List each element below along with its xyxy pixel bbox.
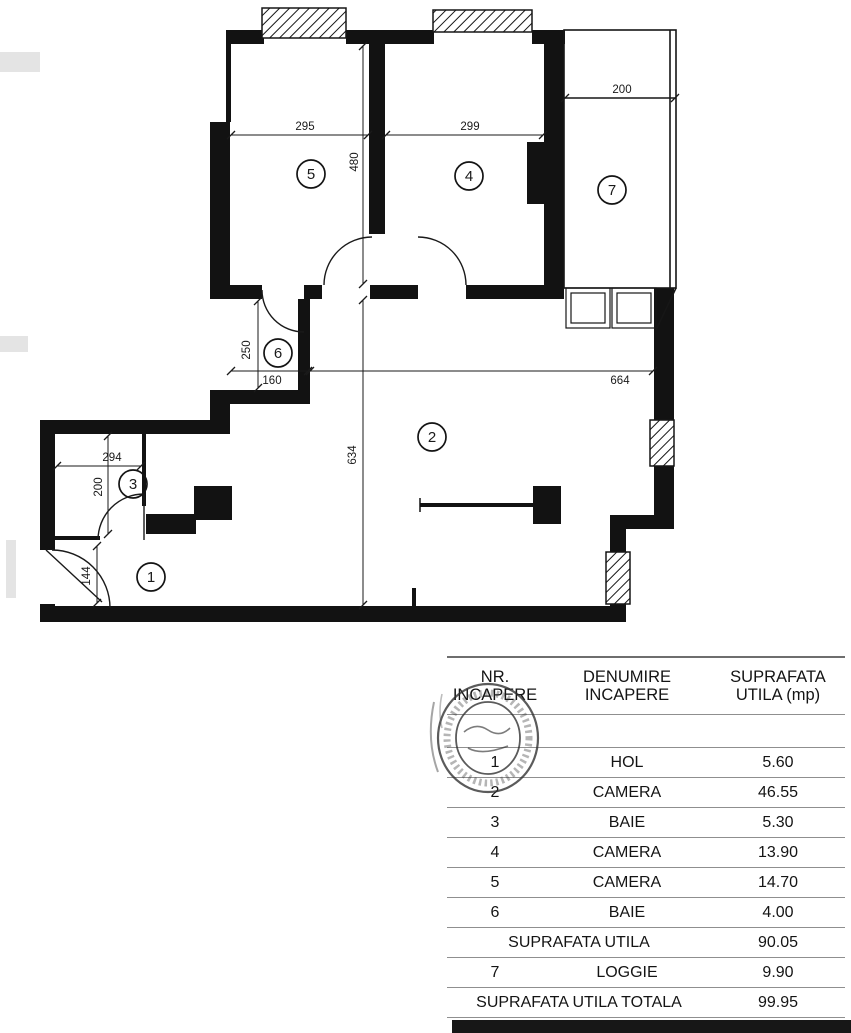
nr-cell: 7 [490,963,500,981]
room-label-7: 7 [597,175,627,205]
svg-text:1: 1 [147,569,155,586]
window-symbols [261,7,675,605]
nr-cell: 6 [490,903,500,921]
dim-hall-depth: 144 [81,566,93,586]
nr-cell: 1 [490,753,500,771]
table-row-camera-5: 5 CAMERA 14.70 [447,868,845,898]
name-cell: CAMERA [592,873,662,891]
bottom-scan-bar [452,1020,851,1033]
name-cell: BAIE [608,813,646,831]
name-cell: CAMERA [592,783,662,801]
official-stamp [429,682,540,794]
table-row-camera-4: 4 CAMERA 13.90 [447,838,845,868]
table-total-row: SUPRAFATA UTILA TOTALA 99.95 [447,988,845,1018]
walls [40,30,674,622]
room-area-table: NR. INCAPERE DENUMIRE INCAPERE SUPRAFATA… [447,656,845,1018]
window-symbol [605,551,631,605]
dim-bath3-depth: 200 [93,477,105,496]
header-suprafata-line2: UTILA (mp) [735,686,821,704]
dim-room2-width: 664 [610,375,630,387]
nr-cell: 3 [490,813,500,831]
window-symbol [649,419,675,467]
header-denumire-line1: DENUMIRE [582,667,671,686]
total-label: SUPRAFATA UTILA TOTALA [476,993,682,1011]
area-cell: 46.55 [757,783,799,801]
name-cell: HOL [610,753,644,771]
subtotal-label: SUPRAFATA UTILA [508,933,650,951]
table-row-baie-3: 3 BAIE 5.30 [447,808,845,838]
room-label-5: 5 [296,159,326,189]
header-denumire: DENUMIRE INCAPERE [543,668,711,705]
svg-text:3: 3 [129,476,137,493]
room-label-4: 4 [454,161,484,191]
dim-bath3-width: 294 [102,452,122,464]
window-symbol [432,9,533,33]
scan-artifacts [0,52,40,598]
subtotal-value: 90.05 [757,933,799,951]
table-row-hol: 1 HOL 5.60 [447,748,845,778]
total-value: 99.95 [757,993,799,1011]
header-suprafata: SUPRAFATA UTILA (mp) [711,668,845,705]
dimension-labels: 295 299 200 480 250 160 664 634 294 200 … [81,84,632,586]
table-subtotal-row: SUPRAFATA UTILA 90.05 [447,928,845,958]
name-cell: LOGGIE [596,963,658,981]
desk-symbol [419,486,561,524]
svg-text:2: 2 [428,429,436,446]
area-cell: 4.00 [762,903,794,921]
nr-cell: 4 [490,843,500,861]
header-nr-line2: INCAPERE [452,686,538,704]
room-label-2: 2 [417,422,447,452]
svg-text:7: 7 [608,182,616,199]
dim-room5-width: 295 [295,121,314,133]
header-nr-line1: NR. [480,667,510,686]
dim-loggia-width: 200 [612,84,631,96]
area-cell: 5.60 [762,753,794,771]
dim-rooms-depth: 480 [349,152,361,171]
door-swing-arcs [45,236,467,609]
balcony-door-symbols [565,287,657,329]
header-suprafata-line1: SUPRAFATA [730,667,826,686]
room-label-3: 3 [118,469,148,499]
table-spacer-row [447,715,845,748]
loggia-outline [563,29,677,331]
dim-room2-depth: 634 [347,445,359,465]
header-denumire-line2: INCAPERE [584,686,670,704]
room-label-1: 1 [136,562,166,592]
area-cell: 14.70 [757,873,799,891]
dim-bath6-depth: 250 [241,340,253,359]
name-cell: BAIE [608,903,646,921]
nr-cell: 5 [490,873,500,891]
room-label-6: 6 [263,338,293,368]
window-symbol [261,7,347,39]
dimension-lines [52,41,680,610]
svg-text:4: 4 [465,168,473,185]
table-row-baie-6: 6 BAIE 4.00 [447,898,845,928]
area-cell: 9.90 [762,963,794,981]
table-row-loggie: 7 LOGGIE 9.90 [447,958,845,988]
name-cell: CAMERA [592,843,662,861]
room-labels: 5 4 7 6 2 3 1 [118,159,627,592]
area-cell: 13.90 [757,843,799,861]
svg-text:5: 5 [307,166,315,183]
dim-room4-width: 299 [460,121,479,133]
floor-plan: 295 299 200 480 250 160 664 634 294 200 … [0,7,680,622]
svg-text:6: 6 [274,345,282,362]
header-nr-incapere: NR. INCAPERE [447,668,543,705]
dim-bath6-width: 160 [262,375,281,387]
table-header-row: NR. INCAPERE DENUMIRE INCAPERE SUPRAFATA… [447,658,845,715]
area-cell: 5.30 [762,813,794,831]
